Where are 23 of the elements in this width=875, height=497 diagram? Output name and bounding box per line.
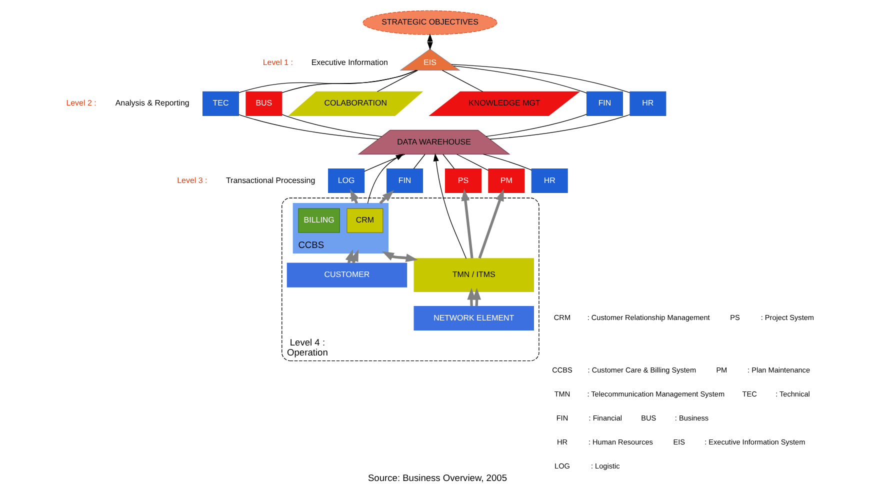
label: FIN [556,413,568,422]
label: LOG [554,461,570,470]
label: BUS [641,413,656,422]
label: TEC [742,390,757,399]
label: HR [556,437,568,446]
label: : Financial [588,413,622,422]
label: : Customer Relationship Management [587,313,710,322]
label: PM [716,366,728,375]
label: : Project System [760,313,814,322]
label: CCBS [552,366,572,375]
label: : Human Resources [588,437,653,446]
label: : Logistic [591,461,620,470]
label: : Customer Care & Billing System [588,366,696,375]
label: : Plan Maintenance [748,366,810,375]
label: : Executive Information System [704,437,806,446]
label: : Technical [776,390,810,399]
label: TMN [554,390,570,399]
label: CRM [554,313,571,322]
label: : Business [674,413,709,422]
label: : Telecommunication Management System [587,390,725,399]
label: PS [730,313,740,322]
caption: Source: Business Overview, 2005 [368,473,508,484]
label: EIS [673,437,686,446]
